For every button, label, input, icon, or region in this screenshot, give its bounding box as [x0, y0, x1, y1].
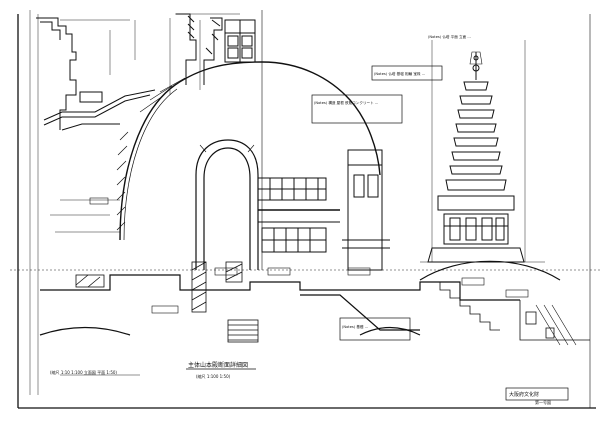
entrance-stairs [420, 281, 590, 346]
sheet-border [17, 14, 596, 409]
drawing-scale: (縮尺 1:100 1:50) [196, 373, 231, 379]
inner-arch [195, 139, 259, 270]
label-tags [89, 197, 529, 314]
notes-top: (Notes) 仏塔 基壇 相輪 宝珠 ... [374, 71, 425, 76]
ground-base [39, 274, 520, 336]
callout-boxes [311, 65, 569, 401]
dome-outline [119, 61, 381, 241]
callout-bottom: (Notes) 基礎 ... [342, 324, 368, 329]
notes-mid: (Notes) 構造 屋根 鉄筋コンクリート ... [314, 100, 378, 105]
hatched-section-details [176, 13, 223, 85]
left-note: (縮尺 1:10 1:100 立面図 平面 1:50) [50, 369, 117, 375]
title-block-name: 大阪府文化財 [509, 391, 539, 398]
cornice-section-detail [36, 17, 156, 131]
drum-windows [257, 177, 340, 253]
central-drum-section [224, 10, 263, 270]
callout-right: (Notes) 仏塔 平面 立面 ... [428, 34, 471, 39]
stair-detail [227, 319, 259, 343]
dome-wall-hatching [116, 131, 129, 231]
title-block-number: 第一号図 [535, 399, 551, 405]
right-dome-curve [419, 260, 561, 281]
right-section-tower [342, 149, 390, 271]
drawing-title: 主体山本殿断面詳細図 [188, 361, 248, 369]
pagoda-elevation [427, 51, 525, 263]
